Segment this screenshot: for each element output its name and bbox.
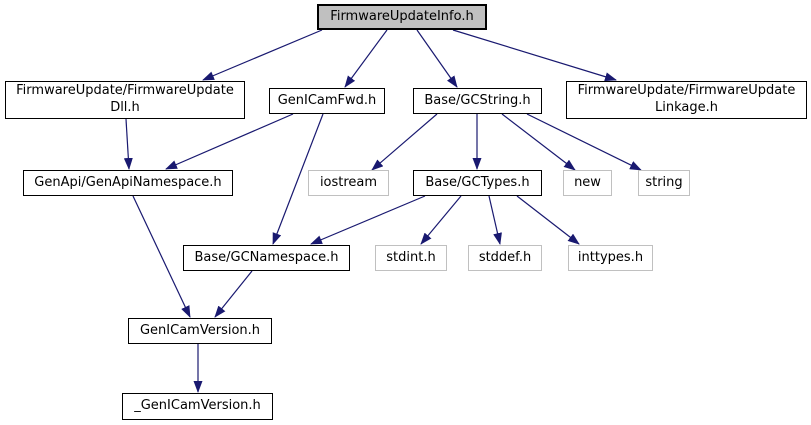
node-stdint-h: stdint.h (375, 245, 447, 271)
node-genicamfwd-h[interactable]: GenICamFwd.h (269, 88, 385, 114)
node-genapi-genapinamespace-h[interactable]: GenApi/GenApiNamespace.h (23, 170, 233, 196)
edge-gctypes-to-stddef (488, 195, 502, 245)
edge-gcstring-to-iostream (371, 113, 438, 171)
node-inttypes-h: inttypes.h (568, 245, 653, 271)
edge-dll-to-genapinamespace (123, 118, 133, 170)
edge-gctypes-to-inttypes (516, 195, 580, 245)
edge-info-to-gcstring (416, 29, 458, 88)
node-base-gctypes-h[interactable]: Base/GCTypes.h (413, 170, 542, 196)
node-new: new (563, 170, 612, 196)
edge-gcstring-to-string (526, 113, 642, 171)
edge-gctypes-to-stdint (420, 195, 462, 245)
node-base-gcnamespace-h[interactable]: Base/GCNamespace.h (183, 245, 350, 271)
edge-info-to-dll (202, 29, 323, 81)
edge-gcnamespace-to-genicamversion (214, 270, 253, 318)
edge-gctypes-to-gcnamespace (310, 195, 426, 245)
edge-genicamfwd-to-genapinamespace (165, 113, 294, 170)
node-firmwareupdateinfo-h: FirmwareUpdateInfo.h (317, 4, 487, 30)
node-firmwareupdate-linkage-h[interactable]: FirmwareUpdate/FirmwareUpdate Linkage.h (566, 81, 807, 119)
node-stddef-h: stddef.h (468, 245, 542, 271)
node-genicamversion-h[interactable]: GenICamVersion.h (128, 318, 272, 344)
edge-gcstring-to-new (501, 113, 576, 171)
node-firmwareupdate-dll-h[interactable]: FirmwareUpdate/FirmwareUpdate Dll.h (5, 81, 245, 119)
edge-info-to-genicamfwd (344, 29, 388, 88)
node-iostream: iostream (308, 170, 389, 196)
node-underscore-genicamversion-h[interactable]: _GenICamVersion.h (122, 393, 273, 420)
edge-genapinamespace-to-genicamversion (132, 195, 191, 318)
edge-genicamfwd-to-gcnamespace (272, 113, 324, 245)
edge-info-to-linkage (452, 29, 617, 82)
node-string: string (638, 170, 690, 196)
node-base-gcstring-h[interactable]: Base/GCString.h (413, 88, 542, 114)
